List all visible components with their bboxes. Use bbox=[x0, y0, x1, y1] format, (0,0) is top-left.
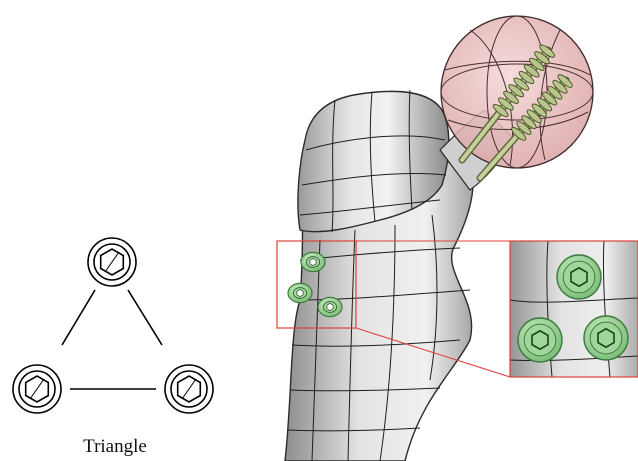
schematic-screw-icon bbox=[165, 365, 213, 413]
schematic-edge-left bbox=[62, 290, 95, 345]
inset-screw-left bbox=[518, 318, 562, 362]
zoom-inset bbox=[510, 241, 638, 377]
screw-head-right bbox=[318, 297, 342, 316]
layout-caption: Triangle bbox=[35, 436, 195, 458]
femur-model bbox=[285, 16, 593, 461]
screw-head-left bbox=[288, 283, 312, 302]
hex-socket-icon bbox=[327, 303, 333, 310]
schematic-edge-right bbox=[128, 290, 162, 345]
hex-socket-icon bbox=[310, 258, 316, 265]
schematic-screw-icon bbox=[88, 238, 136, 286]
hex-socket-icon bbox=[297, 289, 303, 296]
inset-screw-top bbox=[557, 255, 601, 299]
screw-head-top bbox=[301, 252, 325, 271]
inset-screw-right bbox=[584, 316, 628, 360]
schematic-screw-icon bbox=[13, 365, 61, 413]
triangle-schematic bbox=[13, 238, 213, 413]
